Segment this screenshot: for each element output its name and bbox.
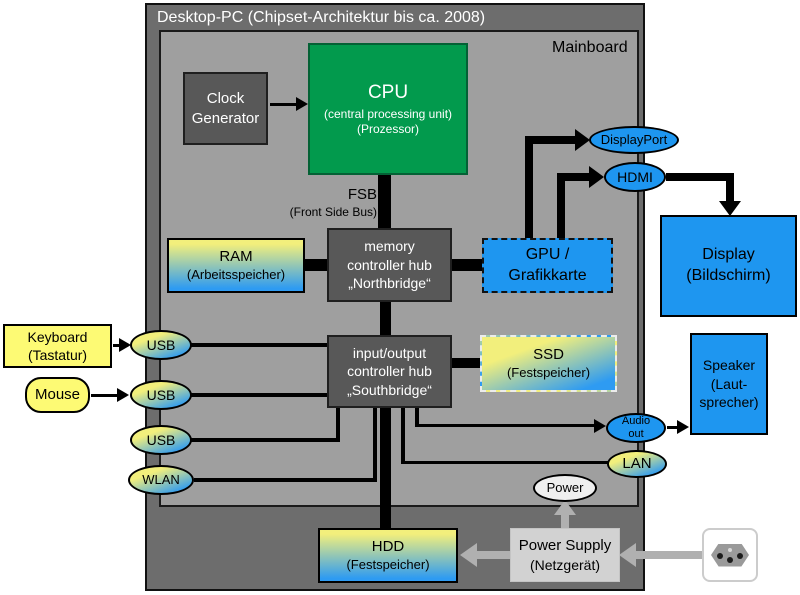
usb1-line (190, 343, 329, 347)
psu-power-arrowhead (554, 500, 576, 515)
usb-port-2: USB (130, 380, 192, 410)
outlet-psu-arrowhead (619, 543, 636, 567)
hdmi-display-line-h (666, 173, 734, 181)
hdmi-port: HDMI (604, 162, 666, 192)
outlet-psu-line (636, 551, 702, 559)
keyboard-usb-line (113, 344, 121, 347)
gpu-box: GPU / Grafikkarte (482, 238, 613, 293)
southbridge-box: input/output controller hub „Southbridge… (327, 335, 452, 408)
displayport-port: DisplayPort (589, 126, 679, 154)
hdd-bus-line (380, 406, 391, 530)
usb2-line (190, 393, 329, 397)
ssd-box: SSD (Festspeicher) (480, 335, 617, 392)
audio-line-h (415, 424, 596, 427)
ram-box: RAM (Arbeitsspeicher) (167, 238, 305, 293)
displayport-arrowhead (575, 129, 590, 151)
hdmi-arrowhead (589, 166, 604, 188)
clock-cpu-arrowhead (296, 97, 308, 111)
clock-cpu-line (270, 103, 298, 106)
fsb-sublabel: (Front Side Bus) (289, 205, 377, 219)
cpu-box: CPU (central processing unit) (Prozessor… (308, 43, 468, 175)
psu-power-line (561, 512, 569, 528)
gpu-bus-line (450, 259, 484, 271)
wlan-line-h (194, 478, 377, 482)
power-socket-icon (711, 543, 749, 567)
hdd-box: HDD (Festspeicher) (318, 528, 458, 583)
display-arrowhead (719, 201, 741, 216)
gpu-hdmi-line-v (557, 173, 565, 240)
keyboard-usb-arrowhead (119, 338, 131, 352)
usb3-line-h (190, 438, 340, 442)
power-port: Power (533, 474, 597, 502)
cpu-title: CPU (367, 82, 409, 104)
northbridge-box: memory controller hub „Northbridge“ (327, 228, 452, 302)
fsb-bus-line (378, 174, 391, 230)
usb-port-3: USB (130, 425, 192, 455)
psu-hdd-line (477, 551, 510, 559)
power-outlet (702, 528, 758, 582)
diagram-title: Desktop-PC (Chipset-Architektur bis ca. … (157, 9, 486, 26)
audio-speaker-line (667, 426, 679, 429)
clock-generator-box: Clock Generator (183, 72, 268, 145)
lan-port: LAN (607, 450, 667, 478)
lan-line-v (401, 406, 405, 464)
usb-port-1: USB (130, 330, 192, 360)
speaker-arrowhead (677, 420, 689, 434)
fsb-label: FSB (347, 186, 377, 203)
audio-arrowhead (594, 419, 606, 433)
wlan-port: WLAN (128, 465, 194, 495)
mainboard-label: Mainboard (552, 39, 628, 56)
ram-bus-line (303, 259, 329, 271)
mouse-usb-line (91, 394, 119, 397)
ssd-bus-line (450, 358, 482, 368)
hdmi-display-line-v (726, 173, 734, 202)
gpu-displayport-line-h (525, 136, 577, 144)
mouse-box: Mouse (25, 377, 90, 413)
mouse-usb-arrowhead (117, 388, 129, 402)
lan-line-h (401, 461, 609, 464)
speaker-box: Speaker (Laut- sprecher) (690, 333, 768, 435)
gpu-hdmi-line-h (557, 173, 591, 181)
north-south-bus-line (380, 300, 391, 337)
audio-line-v (415, 406, 419, 427)
usb3-line-v (336, 406, 340, 442)
keyboard-box: Keyboard (Tastatur) (3, 324, 112, 368)
clock-generator-label: Clock (206, 90, 245, 107)
wlan-line-v (373, 406, 377, 482)
gpu-displayport-line-v (525, 136, 533, 240)
display-box: Display (Bildschirm) (660, 215, 797, 317)
audio-out-port: Audio out (606, 413, 666, 443)
psu-hdd-arrowhead (460, 543, 477, 567)
power-supply-box: Power Supply (Netzgerät) (510, 528, 620, 582)
